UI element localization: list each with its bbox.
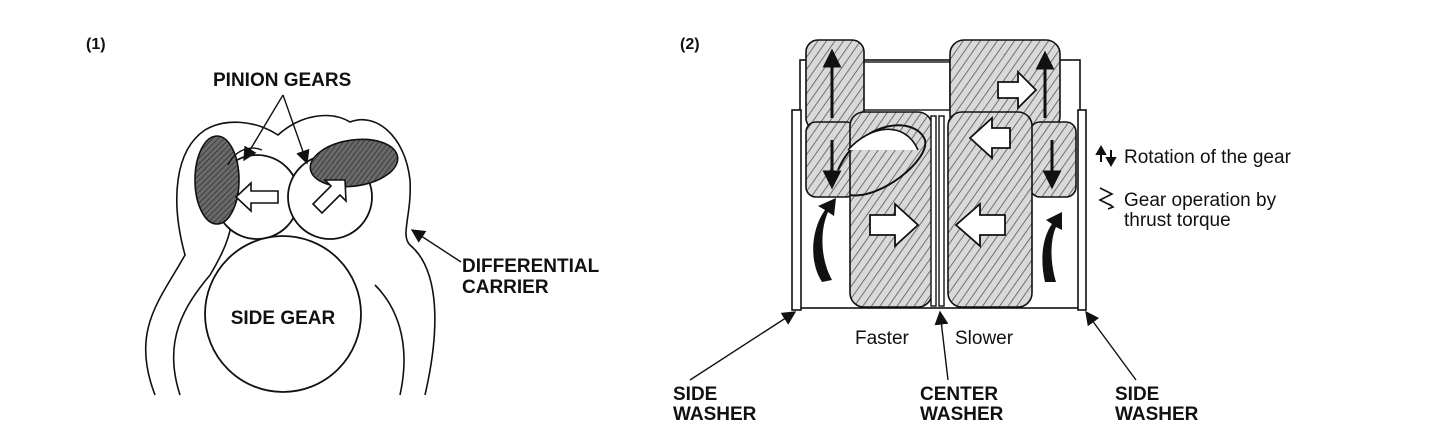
- right-pinion-arrow-icon: [311, 179, 347, 215]
- pinion-gears-label: PINION GEARS: [213, 70, 351, 91]
- legend-rotation-text: Rotation of the gear: [1124, 147, 1292, 168]
- left-washer-leader: [689, 311, 797, 381]
- right-side-washer: [1077, 109, 1087, 311]
- slower-label: Slower: [955, 328, 1014, 349]
- center-washer-label-line2: WASHER: [920, 404, 1004, 425]
- faster-label: Faster: [855, 328, 910, 349]
- left-curved-arrow-icon: [813, 198, 836, 282]
- left-side-washer: [791, 109, 802, 311]
- right-gear-contact-shading: [309, 138, 399, 188]
- center-washer-a: [930, 115, 937, 307]
- upper-right-arrow-icon: [997, 69, 1038, 111]
- up-down-arrows-icon: [1095, 144, 1117, 168]
- side-gear: [204, 235, 362, 393]
- left-gear-contact-shading: [194, 135, 240, 225]
- right-side-gear: [947, 111, 1033, 308]
- legend: Rotation of the gear Gear operation by t…: [1095, 144, 1292, 231]
- pinion-gears: [194, 135, 399, 240]
- left-pinion-arrow-icon: [234, 181, 279, 213]
- left-side-washer-label-line2: WASHER: [673, 404, 757, 425]
- zigzag-arrow-icon: [1098, 187, 1115, 210]
- right-washer-leader: [1085, 310, 1137, 381]
- center-washer-b: [938, 115, 945, 307]
- panel-1-label: (1): [86, 36, 106, 53]
- carrier-leader: [410, 229, 462, 263]
- panel-2-label: (2): [680, 36, 700, 53]
- middle-arrow-icon: [968, 115, 1011, 161]
- differential-carrier: [144, 114, 436, 396]
- right-side-washer-label-line1: SIDE: [1115, 384, 1159, 405]
- legend-thrust-text-line1: Gear operation by: [1124, 190, 1277, 211]
- legend-thrust-text-line2: thrust torque: [1124, 210, 1231, 231]
- left-side-washer-label-line1: SIDE: [673, 384, 717, 405]
- gear-assembly: [791, 39, 1087, 311]
- pinion-gears-leaders: [243, 94, 310, 165]
- right-curved-arrow-icon: [1042, 212, 1062, 282]
- center-washer-leader: [934, 310, 949, 381]
- side-gear-label: SIDE GEAR: [231, 308, 336, 329]
- center-washer-label-line1: CENTER: [920, 384, 998, 405]
- faster-gear-arrow-icon: [869, 201, 920, 249]
- slower-gear-arrow-icon: [954, 202, 1006, 248]
- right-side-washer-label-line2: WASHER: [1115, 404, 1199, 425]
- carrier-label-line1: DIFFERENTIAL: [462, 256, 600, 277]
- carrier-label-line2: CARRIER: [462, 277, 549, 298]
